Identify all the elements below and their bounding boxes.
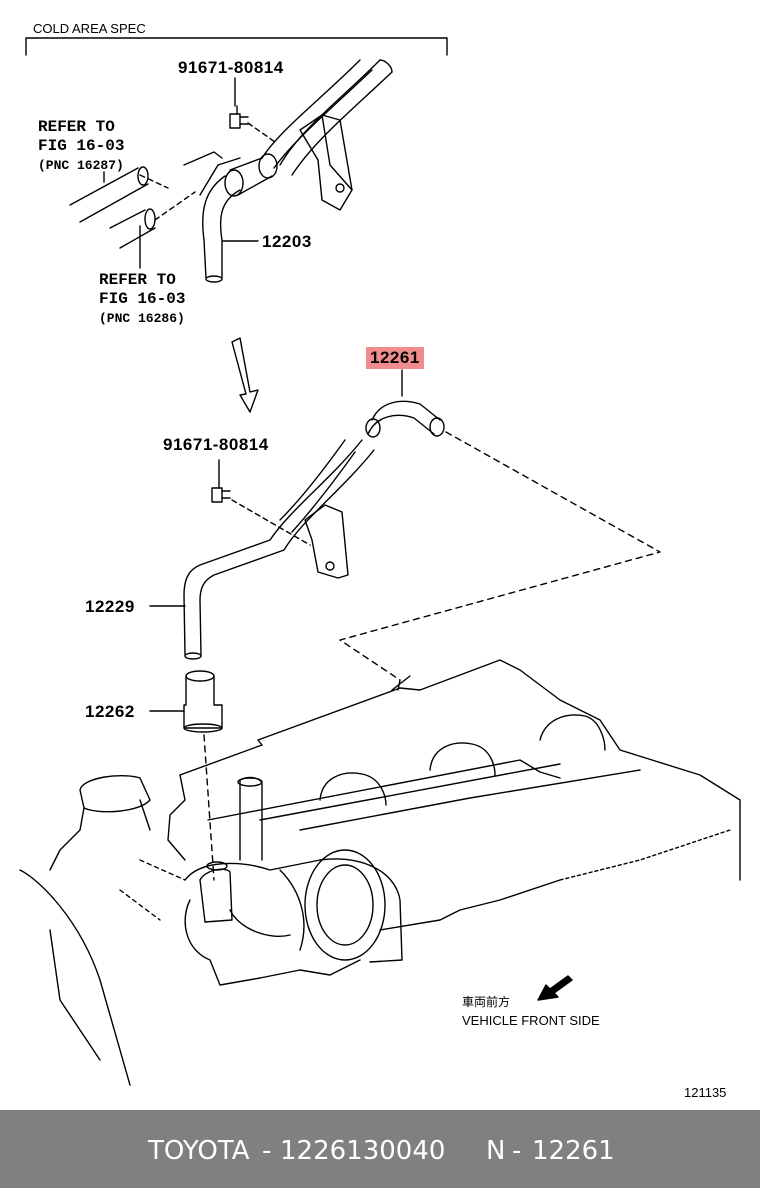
footer-bar: TOYOTA - 1226130040 N - 12261 [0, 1110, 760, 1188]
refer-note-line: REFER TO [99, 271, 176, 289]
footer-pnc: 12261 [532, 1136, 615, 1166]
footer-n: N [486, 1136, 506, 1166]
cold-area-label: COLD AREA SPEC [33, 21, 146, 36]
figure-number: 121135 [684, 1085, 727, 1100]
footer-separator: - [262, 1136, 272, 1166]
vehicle-front-label-jp: 車両前方 [462, 995, 511, 1009]
cold-area-bracket [25, 37, 448, 56]
footer-part-number: 1226130040 [280, 1136, 446, 1166]
part-label-12203[interactable]: 12203 [262, 232, 312, 251]
refer-note-pnc-16287: REFER TO FIG 16-03 (PNC 16287) [38, 118, 124, 175]
part-label-bolt-top[interactable]: 91671-80814 [178, 58, 284, 77]
refer-note-line: FIG 16-03 [38, 137, 125, 155]
bolt-mid-icon [211, 459, 231, 503]
middle-pipe-assembly [149, 439, 375, 881]
part-label-bolt-mid[interactable]: 91671-80814 [163, 435, 269, 454]
refer-note-pnc: (PNC 16286) [99, 311, 185, 326]
vehicle-front-arrow-icon [537, 975, 573, 1001]
hose-12261-drawing [339, 369, 661, 681]
part-label-12261-highlighted[interactable]: 12261 [366, 347, 424, 369]
engine-head-drawing [19, 659, 741, 1086]
part-label-12262[interactable]: 12262 [85, 702, 135, 721]
footer-brand: TOYOTA [148, 1136, 250, 1166]
oil-cap-icon [79, 775, 151, 813]
bolt-top-icon [229, 105, 249, 129]
footer-separator: - [512, 1136, 522, 1166]
refer-note-line: FIG 16-03 [99, 290, 186, 308]
part-label-12229[interactable]: 12229 [85, 597, 135, 616]
diagram-drawing [19, 37, 741, 1086]
vehicle-front-label-en: VEHICLE FRONT SIDE [462, 1013, 600, 1028]
parts-diagram: COLD AREA SPEC 91671-80814 REFER TO FIG … [19, 21, 741, 1100]
refer-note-pnc-16286: REFER TO FIG 16-03 (PNC 16286) [99, 271, 185, 328]
refer-note-line: REFER TO [38, 118, 115, 136]
direction-arrow-icon [231, 337, 259, 413]
refer-note-pnc: (PNC 16287) [38, 158, 124, 173]
top-pipe-assembly [69, 59, 393, 283]
